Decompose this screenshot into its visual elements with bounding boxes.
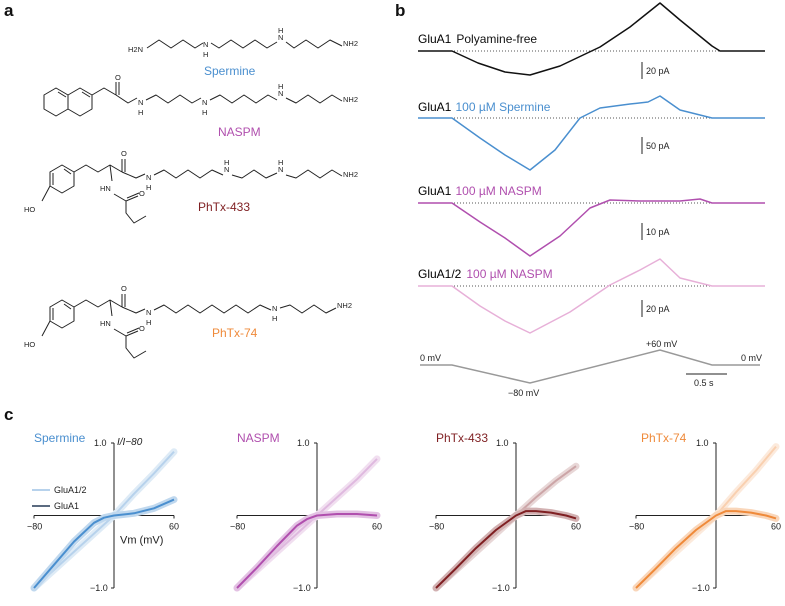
x-tick-label: 60 xyxy=(372,522,382,532)
y-tick-label: −1.0 xyxy=(293,583,311,593)
y-tick-label: 1.0 xyxy=(297,438,310,448)
nh-label: N xyxy=(202,98,207,107)
nh-label: N xyxy=(272,304,277,313)
panel-letter-b: b xyxy=(395,1,405,20)
scale-label: 20 pA xyxy=(646,66,670,76)
y-tick-label: −1.0 xyxy=(492,583,510,593)
current-trace-naspm-glua12 xyxy=(418,258,765,334)
nh-label: N xyxy=(138,98,143,107)
nh2-label: NH2 xyxy=(343,170,358,179)
molecule-name-phtx-74: PhTx-74 xyxy=(212,326,258,340)
o-label: O xyxy=(121,284,127,293)
o-label: O xyxy=(139,189,145,198)
nh-label: N xyxy=(278,33,283,42)
nh-label: N xyxy=(146,308,151,317)
current-trace-spermine xyxy=(418,95,765,171)
nh-label: N xyxy=(278,89,283,98)
h-label: H xyxy=(146,183,151,192)
protocol-max-label: +60 mV xyxy=(646,339,677,349)
iv-curve-glua1 xyxy=(33,498,175,589)
x-tick-label: 60 xyxy=(771,522,781,532)
y-tick-label: −1.0 xyxy=(692,583,710,593)
x-tick-label: −80 xyxy=(230,522,245,532)
current-trace-polyamine-free xyxy=(418,2,765,76)
scale-label: 10 pA xyxy=(646,227,670,237)
scale-label: 50 pA xyxy=(646,141,670,151)
h-label: H xyxy=(278,26,283,35)
o-label: O xyxy=(121,149,127,158)
time-scale-label: 0.5 s xyxy=(694,378,714,388)
y-tick-label: 1.0 xyxy=(496,438,509,448)
ho-label: HO xyxy=(24,205,35,214)
x-tick-label: 60 xyxy=(169,522,179,532)
x-axis-label: Vm (mV) xyxy=(120,535,163,547)
nh-label: N xyxy=(146,173,151,182)
h-label: H xyxy=(272,314,277,323)
protocol-end-label: 0 mV xyxy=(741,353,762,363)
iv-plot-title: PhTx-433 xyxy=(436,431,488,445)
y-axis-label: I/I−80 xyxy=(117,437,143,448)
nh-label: N xyxy=(203,40,208,49)
nh2-label: NH2 xyxy=(343,95,358,104)
scale-label: 20 pA xyxy=(646,304,670,314)
molecule-name-spermine: Spermine xyxy=(204,64,256,78)
protocol-min-label: −80 mV xyxy=(508,388,539,398)
x-tick-label: 60 xyxy=(571,522,581,532)
nh-label: N xyxy=(224,165,229,174)
panel-letter-a: a xyxy=(4,1,14,20)
h-label: H xyxy=(278,82,283,91)
h-label: H xyxy=(138,108,143,117)
ho-label: HO xyxy=(24,340,35,349)
o-label: O xyxy=(115,73,121,82)
x-tick-label: −80 xyxy=(27,522,42,532)
legend-label-glua12: GluA1/2 xyxy=(54,485,87,495)
iv-plots: −80 60 1.0 −1.0 Spermine I/I−80 Vm (mV) GluA1/2… xyxy=(27,431,781,593)
h-label: H xyxy=(278,158,283,167)
phtx-74-structure: HO O HN O N H N H NH2 xyxy=(24,284,352,359)
panel-letter-c: c xyxy=(4,405,13,424)
x-tick-label: −80 xyxy=(429,522,444,532)
nh2-label: NH2 xyxy=(343,39,358,48)
x-tick-label: −80 xyxy=(629,522,644,532)
molecule-name-phtx-433: PhTx-433 xyxy=(198,200,250,214)
legend-label-glua1: GluA1 xyxy=(54,501,79,511)
o-label: O xyxy=(139,324,145,333)
h-label: H xyxy=(146,318,151,327)
nh-label: N xyxy=(278,165,283,174)
h2n-label: H2N xyxy=(128,45,143,54)
h-label: H xyxy=(203,50,208,59)
phtx-433-structure: HO O HN O N H N H N H NH2 xyxy=(24,149,358,224)
iv-plot-title: NASPM xyxy=(237,431,280,445)
hn-label: HN xyxy=(100,184,111,193)
protocol-start-label: 0 mV xyxy=(420,353,441,363)
y-tick-label: −1.0 xyxy=(90,583,108,593)
molecule-name-naspm: NASPM xyxy=(218,125,261,139)
current-trace-naspm-glua1 xyxy=(418,198,765,257)
y-tick-label: 1.0 xyxy=(696,438,709,448)
hn-label: HN xyxy=(100,319,111,328)
spermine-structure: H2N N H N H NH2 xyxy=(128,26,358,59)
h-label: H xyxy=(202,108,207,117)
nh2-label: NH2 xyxy=(337,301,352,310)
iv-curve-glua12 xyxy=(33,451,175,589)
iv-plot-title: PhTx-74 xyxy=(641,431,687,445)
iv-curve-glua1 xyxy=(435,510,577,589)
h-label: H xyxy=(224,158,229,167)
voltage-protocol xyxy=(420,349,760,384)
naspm-structure: O N H N H N H NH2 xyxy=(43,73,358,117)
iv-curve-glua1 xyxy=(635,510,777,589)
iv-curve-glua1 xyxy=(236,513,378,589)
y-tick-label: 1.0 xyxy=(94,438,107,448)
iv-plot-title: Spermine xyxy=(34,431,86,445)
